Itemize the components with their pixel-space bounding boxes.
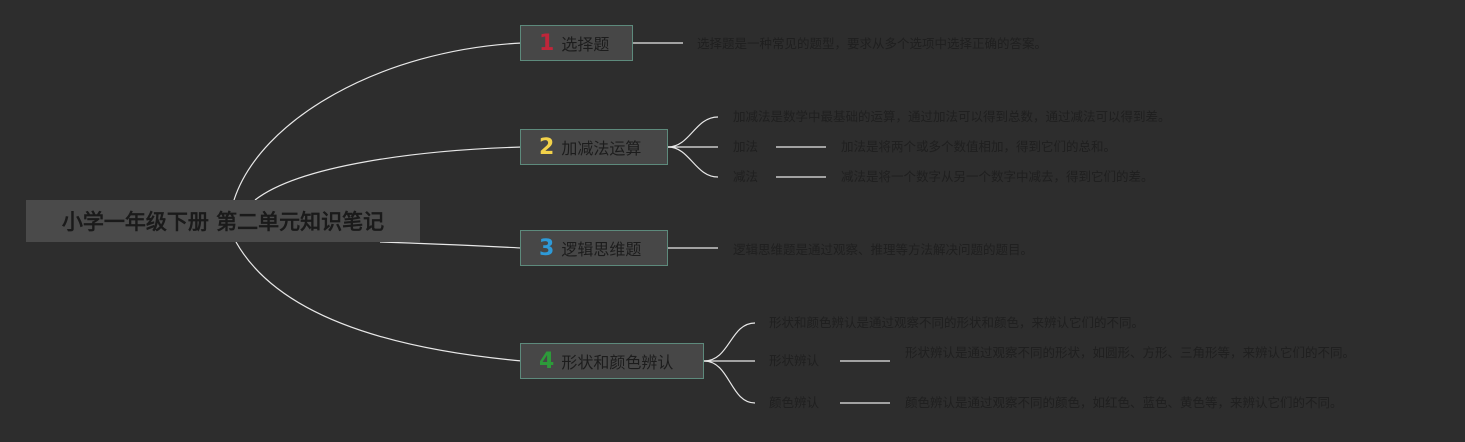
connector-root-branch-2: [254, 146, 523, 201]
branch-3-description: 逻辑思维题是通过观察、推理等方法解决问题的题目。: [733, 242, 1034, 257]
connector-root-branch-4: [235, 241, 523, 362]
connector-branch-2-item-2: [667, 146, 719, 178]
number-1-icon: 1: [539, 30, 555, 56]
number-4-icon: 4: [539, 348, 555, 374]
branch-label: 选择题: [561, 35, 610, 54]
branch-choice-questions[interactable]: 1 选择题: [520, 25, 633, 61]
subtopic-addition-description: 加法是将两个或多个数值相加，得到它们的总和。: [841, 139, 1117, 154]
root-topic[interactable]: 小学一年级下册 第二单元知识笔记: [26, 200, 420, 242]
branch-addition-subtraction[interactable]: 2 加减法运算: [520, 129, 668, 165]
connector-branch-4-intro: [703, 322, 756, 362]
branch-2-intro: 加减法是数学中最基础的运算，通过加法可以得到总数，通过减法可以得到差。: [733, 109, 1171, 124]
branch-label: 加减法运算: [561, 139, 642, 158]
subtopic-color-recognition[interactable]: 颜色辨认: [769, 395, 820, 410]
branch-label: 形状和颜色辨认: [561, 353, 674, 372]
subtopic-subtraction[interactable]: 减法: [733, 169, 759, 184]
connector-root-branch-1: [233, 42, 523, 201]
branch-logic-questions[interactable]: 3 逻辑思维题: [520, 230, 668, 266]
number-3-icon: 3: [539, 235, 555, 261]
subtopic-subtraction-description: 减法是将一个数字从另一个数字中减去，得到它们的差。: [841, 169, 1154, 184]
connector-root-branch-3: [379, 241, 523, 249]
connector-branch-4-item-2: [703, 360, 756, 404]
branch-label: 逻辑思维题: [561, 240, 642, 259]
number-2-icon: 2: [539, 134, 555, 160]
subtopic-shape-recognition[interactable]: 形状辨认: [769, 353, 820, 368]
branch-1-description: 选择题是一种常见的题型，要求从多个选项中选择正确的答案。: [697, 36, 1048, 51]
branch-shape-color[interactable]: 4 形状和颜色辨认: [520, 343, 704, 379]
subtopic-addition[interactable]: 加法: [733, 139, 759, 154]
subtopic-shape-description: 形状辨认是通过观察不同的形状，如圆形、方形、三角形等，来辨认它们的不同。: [905, 345, 1356, 360]
connector-branch-2-intro: [667, 116, 719, 148]
branch-4-intro: 形状和颜色辨认是通过观察不同的形状和颜色，来辨认它们的不同。: [769, 315, 1145, 330]
subtopic-color-description: 颜色辨认是通过观察不同的颜色，如红色、蓝色、黄色等，来辨认它们的不同。: [905, 395, 1343, 410]
